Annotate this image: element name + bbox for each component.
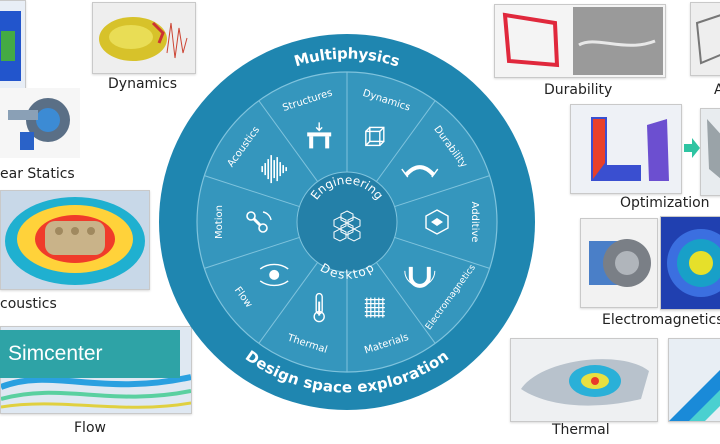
wheel-divider (394, 236, 490, 269)
caption-thermal: Thermal (552, 422, 610, 438)
tile-image-linear-statics (0, 88, 80, 158)
wheel-divider (375, 100, 436, 182)
caption-electromagnetics: Electromagnetics (602, 312, 720, 328)
tile-image-optimization-part (700, 108, 720, 196)
wheel-divider (258, 262, 319, 344)
caption-acoustics: coustics (0, 296, 57, 312)
wheel-divider (258, 100, 319, 182)
thermometer-icon (313, 292, 325, 323)
layered-cube-icon (425, 209, 449, 235)
tile-image-durability (494, 4, 666, 78)
cube-wireframe-icon (365, 126, 385, 147)
tile-image-acoustics (0, 190, 150, 290)
tile-image-dynamics (92, 2, 196, 74)
caption-optimization: Optimization (620, 195, 710, 211)
wheel-segment-label-motion: Motion (214, 205, 225, 239)
simcenter-badge: Simcenter (0, 330, 180, 378)
mesh-grid-icon (364, 297, 385, 318)
wheel-divider (375, 262, 436, 344)
wheel-divider (204, 175, 300, 208)
tile-image-partial-top-left (0, 0, 26, 98)
arrow-right-icon (684, 138, 700, 158)
wheel-divider (394, 175, 490, 208)
wheel-divider (204, 236, 300, 269)
engineering-desktop-wheel: DynamicsDurabilityAdditiveElectromagneti… (159, 34, 535, 410)
caption-durability: Durability (544, 82, 613, 98)
stacked-cubes-icon (333, 210, 361, 242)
caption-clipped-right: A (714, 82, 720, 98)
magnet-icon (404, 266, 436, 288)
sound-wave-icon (261, 155, 287, 184)
caption-dynamics: Dynamics (108, 76, 178, 92)
caption-flow: Flow (74, 420, 106, 436)
flow-lines-icon (259, 263, 289, 287)
tile-image-optimization (570, 104, 682, 194)
linkage-icon (246, 211, 272, 233)
tile-image-electromagnetics-field (660, 216, 720, 310)
wheel-segment-label-additive: Additive (469, 202, 480, 243)
bend-arc-icon (401, 165, 439, 178)
tile-image-thermal (510, 338, 658, 422)
wheel-center-disc (296, 171, 398, 273)
tile-image-thermal-field (668, 338, 720, 422)
center-title-line2: Desktop (318, 260, 377, 281)
load-frame-icon (307, 122, 332, 149)
caption-linear-statics: ear Statics (0, 166, 75, 182)
tile-image-electromagnetics (580, 218, 658, 308)
tile-image-additive-partial (690, 2, 720, 76)
